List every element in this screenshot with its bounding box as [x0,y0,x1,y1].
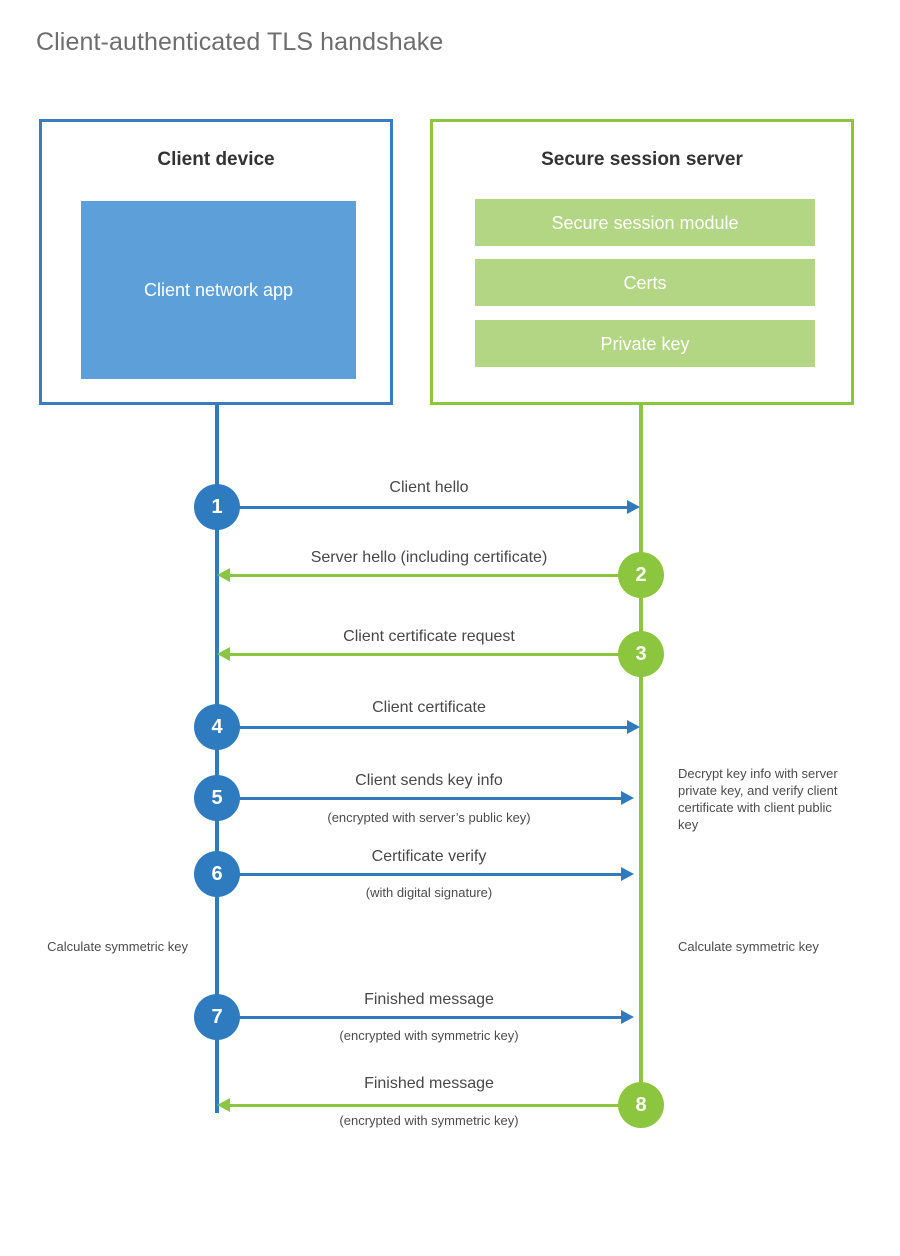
secure-session-server-box: Secure session server Secure session mod… [430,119,854,405]
client-network-app-block: Client network app [81,201,356,379]
step-6-arrow-head [621,867,634,881]
step-7-arrow-line [217,1016,621,1019]
step-7-label: Finished message [364,991,494,1008]
page-title: Client-authenticated TLS handshake [36,28,444,56]
step-2-badge[interactable]: 2 [618,552,664,598]
private-key-block: Private key [475,320,815,367]
step-6-label: Certificate verify [371,848,487,865]
step-5-label: Client sends key info [355,772,503,789]
step-3-badge[interactable]: 3 [618,631,664,677]
step-8-label: Finished message [364,1075,494,1092]
step-2-arrow-head [217,568,230,582]
step-1-arrow-line [217,506,627,509]
certs-block: Certs [475,259,815,306]
step-5-sublabel: (encrypted with server’s public key) [327,810,531,825]
step-5-arrow-head [621,791,634,805]
step-8-arrow-head [217,1098,230,1112]
step-1-arrow-head [627,500,640,514]
step-1-badge[interactable]: 1 [194,484,240,530]
step-7-arrow-head [621,1010,634,1024]
step-5-badge[interactable]: 5 [194,775,240,821]
step-7-badge[interactable]: 7 [194,994,240,1040]
step-1-label: Client hello [389,479,469,496]
step-3-arrow-line [230,653,641,656]
step-6-badge[interactable]: 6 [194,851,240,897]
client-calculate-note: Calculate symmetric key [47,939,188,954]
secure-session-server-title: Secure session server [541,149,743,170]
step-2-arrow-line [230,574,641,577]
step-4-label: Client certificate [372,699,486,716]
step-7-sublabel: (encrypted with symmetric key) [339,1028,519,1043]
server-decrypt-note: Decrypt key info with server private key… [678,766,838,832]
step-8-arrow-line [230,1104,641,1107]
server-lifeline [639,405,643,1107]
step-4-arrow-head [627,720,640,734]
step-8-badge[interactable]: 8 [618,1082,664,1128]
step-3-arrow-head [217,647,230,661]
step-3-label: Client certificate request [343,628,515,645]
step-6-sublabel: (with digital signature) [365,885,493,900]
server-calculate-note: Calculate symmetric key [678,939,819,954]
secure-session-module-block: Secure session module [475,199,815,246]
client-device-title: Client device [157,149,275,170]
step-4-badge[interactable]: 4 [194,704,240,750]
client-lifeline [215,405,219,1113]
step-4-arrow-line [217,726,627,729]
step-2-label: Server hello (including certificate) [310,549,548,566]
step-6-arrow-line [217,873,621,876]
client-device-box: Client device Client network app [39,119,393,405]
step-8-sublabel: (encrypted with symmetric key) [339,1113,519,1128]
step-5-arrow-line [217,797,621,800]
